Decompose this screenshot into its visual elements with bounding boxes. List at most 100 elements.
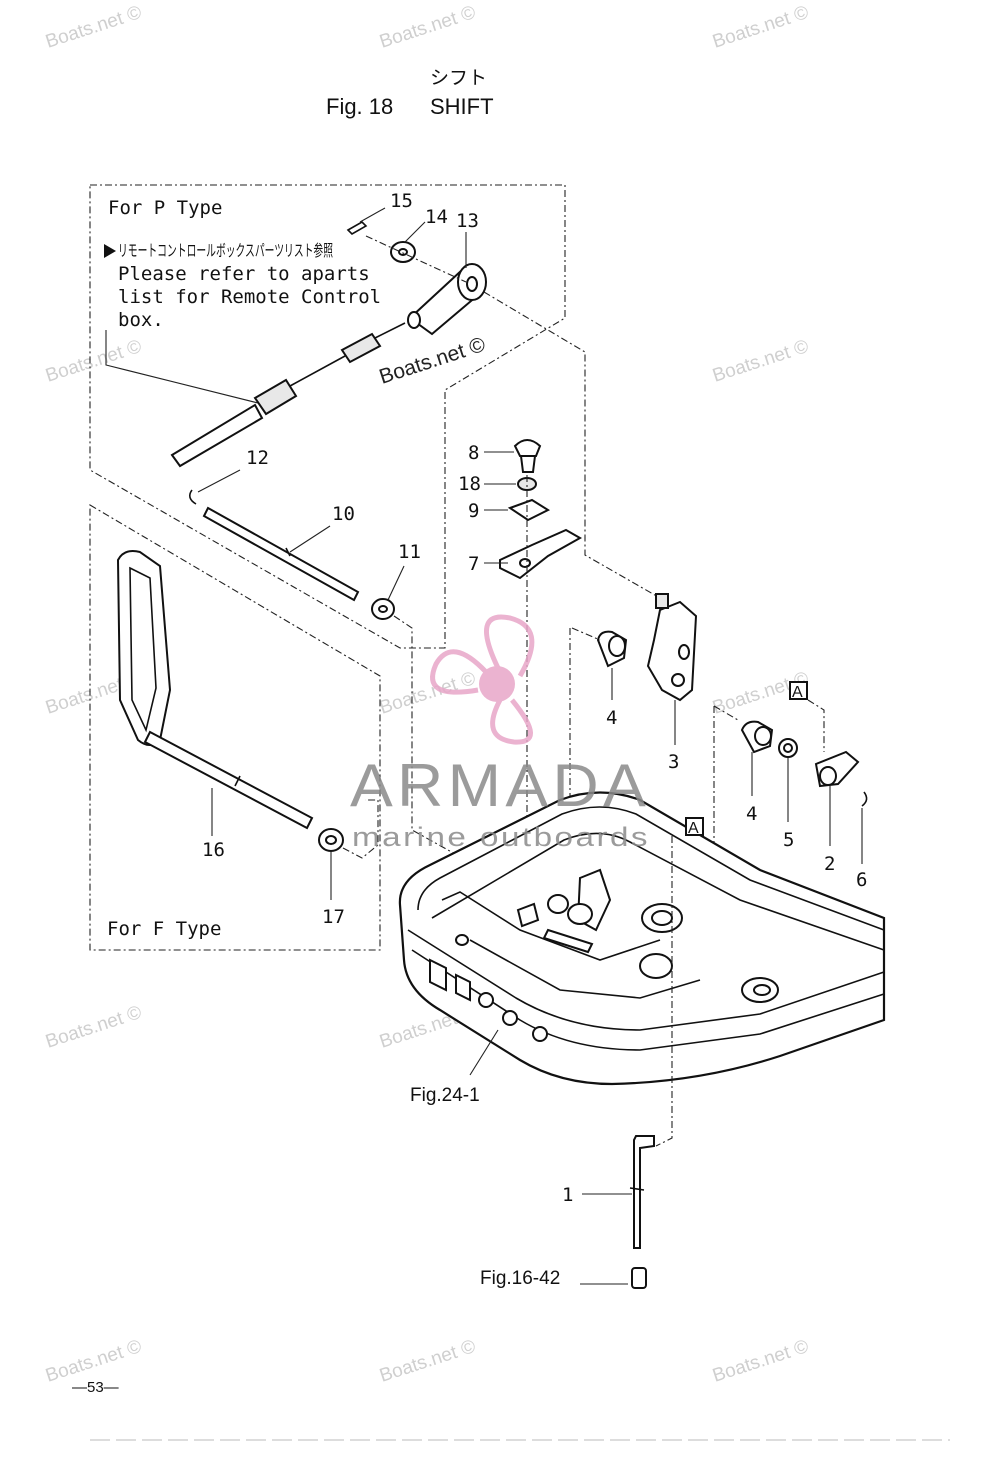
shaft-16-groove: [234, 775, 241, 787]
bracket-nut: [516, 902, 540, 928]
bottom-cowling: [398, 791, 886, 1086]
watermark-text-dark: Boats.net ©: [376, 333, 488, 389]
arrow-icon: [104, 244, 116, 258]
leader-fig24: [469, 1029, 499, 1076]
shaft-boss: [639, 953, 673, 979]
watermark-text: Boats.net ©: [710, 336, 811, 387]
section-mark-a-label: A: [688, 820, 699, 837]
remote-cable-assembly: [170, 207, 661, 599]
callout-17: 17: [322, 906, 345, 928]
callout-6: 6: [856, 869, 867, 891]
pin-12: [188, 489, 197, 505]
washer-14-hole: [398, 248, 408, 256]
rod-joint: [631, 1267, 647, 1289]
p-type-note-jp: リモートコントロールボックスパーツリスト参照: [118, 241, 333, 260]
figure-title: SHIFT: [430, 94, 494, 119]
p-type-border: [89, 184, 566, 649]
callout-9: 9: [468, 500, 479, 522]
p-type-note-line2: list for Remote Control: [118, 286, 381, 308]
cable-clamp: [253, 378, 298, 416]
cowling-bolt: [455, 934, 469, 946]
handle-recess: [129, 566, 157, 733]
cowling-hole: [478, 992, 494, 1008]
callout-7: 7: [468, 553, 479, 575]
bracket-eye: [567, 903, 593, 925]
shift-lever-group: [569, 593, 698, 888]
cowling-rim: [417, 806, 885, 931]
p-type-box: For P Type リモートコントロールボックスパーツリスト参照 Please…: [89, 184, 566, 649]
p-type-heading: For P Type: [108, 197, 222, 219]
cowling-flange: [407, 929, 885, 1031]
assembly-line: [713, 705, 739, 721]
joint-socket: [407, 311, 421, 329]
section-mark-a: [685, 817, 704, 836]
callout-12: 12: [246, 447, 269, 469]
washer-11-hole: [378, 605, 388, 613]
cable-outer: [170, 403, 264, 468]
callout-15: 15: [390, 190, 413, 212]
lever-hole: [678, 644, 690, 660]
rod-clip: [629, 1187, 645, 1191]
leader-14: [404, 221, 426, 243]
watermark-text: Boats.net ©: [43, 336, 144, 387]
brand-name: ARMADA: [350, 752, 650, 819]
cowling-inner-rim: [431, 832, 885, 951]
callout-4a: 4: [606, 707, 617, 729]
watermark-text: Boats.net ©: [43, 2, 144, 53]
propeller-hub-icon: [479, 666, 515, 702]
link-2-eye: [819, 766, 837, 786]
section-mark-a-label: A: [792, 684, 803, 701]
callout-2: 2: [824, 853, 835, 875]
shift-rod-1: [633, 1135, 655, 1249]
shift-shaft-16: [143, 730, 314, 830]
nut-5-hole: [783, 743, 793, 753]
lever-pin: [655, 593, 669, 609]
callout-8: 8: [468, 442, 479, 464]
cowling-rib: [441, 891, 661, 961]
assembly-line: [483, 291, 661, 599]
figure-ref-16-42: Fig.16-42: [480, 1268, 560, 1289]
leader-15: [359, 207, 386, 223]
cable-rod: [374, 322, 406, 339]
callout-16: 16: [202, 839, 225, 861]
page-number: —53—: [72, 1379, 119, 1396]
watermark-text: Boats.net ©: [377, 2, 478, 53]
leader-10: [289, 525, 331, 553]
cable-threaded-end: [340, 332, 382, 364]
callout-14: 14: [425, 206, 448, 228]
cowling-hole: [532, 1026, 548, 1042]
shaft-groove: [285, 547, 291, 557]
callout-5: 5: [783, 829, 794, 851]
mount-boss-bore: [753, 984, 771, 996]
shift-shaft-10: [202, 506, 360, 602]
watermark-text: Boats.net ©: [710, 2, 811, 53]
armada-logo: ARMADA marine outboards: [350, 614, 650, 852]
shift-lever-handle: [116, 550, 172, 746]
cowling-rib: [469, 939, 701, 999]
propeller-icon: [430, 614, 535, 745]
callout-11: 11: [398, 541, 421, 563]
brand-tagline: marine outboards: [352, 822, 650, 852]
bolt-8-shank: [519, 455, 537, 473]
f-type-border: [89, 504, 381, 951]
p-type-note-line1: Please refer to aparts: [118, 263, 370, 285]
rod-group: A: [580, 817, 704, 1289]
callout-4b: 4: [746, 803, 757, 825]
bracket-7: [499, 528, 583, 580]
assembly-line: [807, 699, 825, 752]
callout-13: 13: [456, 210, 479, 232]
joint-hole: [466, 276, 478, 292]
callout-10: 10: [332, 503, 355, 525]
title-japanese: シフト: [430, 67, 487, 89]
cable-inner: [289, 355, 346, 387]
assembly-line: [342, 799, 379, 859]
section-mark-a: [789, 681, 808, 700]
assembly-line: [365, 235, 467, 283]
bushing-4b-bore: [754, 726, 772, 746]
watermark-text: Boats.net ©: [377, 1336, 478, 1387]
figure-ref-24-1: Fig.24-1: [410, 1085, 480, 1106]
bushing-4-bore: [608, 635, 626, 657]
bolt-8-head: [513, 439, 542, 457]
bracket-eye: [547, 894, 569, 914]
watermark-text: Boats.net ©: [710, 1336, 811, 1387]
